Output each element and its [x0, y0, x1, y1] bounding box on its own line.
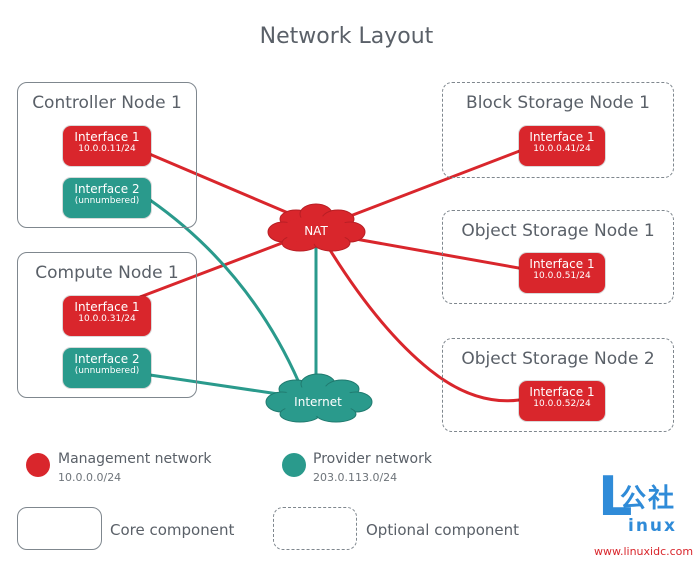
internet-cloud [265, 373, 373, 423]
interface-address: (unnumbered) [74, 196, 140, 206]
compute-node-title: Compute Node 1 [35, 263, 179, 283]
provider-legend-subnet: 203.0.113.0/24 [313, 471, 398, 484]
controller-node-title: Controller Node 1 [32, 93, 182, 113]
block-storage-node: Block Storage Node 1 [442, 82, 674, 178]
interface-name: Interface 2 [74, 352, 140, 366]
interface-address: 10.0.0.41/24 [533, 144, 591, 154]
management-link-compute [139, 238, 291, 299]
controller-node: Controller Node 1 [17, 82, 197, 228]
object-storage-node-2-title: Object Storage Node 2 [461, 349, 655, 369]
core-legend-box [17, 507, 102, 550]
interface-name: Interface 1 [74, 300, 140, 314]
interface-name: Interface 1 [74, 130, 140, 144]
block-interface-1: Interface 1 10.0.0.41/24 [519, 126, 605, 166]
watermark-url: www.linuxidc.com [594, 545, 693, 558]
optional-legend-label: Optional component [366, 521, 520, 539]
internet-label: Internet [294, 395, 342, 409]
object-storage-node-1: Object Storage Node 1 [442, 210, 674, 304]
watermark-logo-brand: inux [628, 516, 677, 536]
watermark-logo-cn: 公社 [620, 484, 677, 514]
block-storage-node-title: Block Storage Node 1 [466, 93, 650, 113]
management-legend-name: Management network [58, 451, 212, 467]
interface-name: Interface 1 [529, 385, 595, 399]
optional-legend-box [273, 507, 357, 550]
interface-address: 10.0.0.51/24 [533, 271, 591, 281]
object1-interface-1: Interface 1 10.0.0.51/24 [519, 253, 605, 293]
controller-interface-1: Interface 1 10.0.0.11/24 [63, 126, 151, 166]
provider-link-controller [149, 198, 302, 386]
watermark-logo-letter: L [598, 465, 633, 528]
provider-legend-dot [282, 453, 306, 477]
object-storage-node-1-title: Object Storage Node 1 [461, 221, 655, 241]
controller-interface-2: Interface 2 (unnumbered) [63, 178, 151, 218]
management-legend-dot [26, 453, 50, 477]
core-legend-label: Core component [110, 521, 235, 539]
interface-address: 10.0.0.11/24 [78, 144, 136, 154]
management-link-block [344, 145, 531, 220]
object-storage-node-2: Object Storage Node 2 [442, 338, 674, 432]
compute-node: Compute Node 1 [17, 252, 197, 398]
interface-name: Interface 2 [74, 182, 140, 196]
interface-address: (unnumbered) [74, 366, 140, 376]
object2-interface-1: Interface 1 10.0.0.52/24 [519, 381, 605, 421]
interface-name: Interface 1 [529, 257, 595, 271]
management-link-object2 [328, 249, 531, 403]
diagram-title: Network Layout [259, 24, 434, 49]
management-link-controller [139, 148, 301, 220]
provider-legend-name: Provider network [313, 451, 432, 467]
provider-link-compute [149, 373, 286, 397]
nat-cloud [267, 203, 366, 252]
compute-interface-2: Interface 2 (unnumbered) [63, 348, 151, 388]
management-link-object1 [349, 236, 531, 272]
compute-interface-1: Interface 1 10.0.0.31/24 [63, 296, 151, 336]
nat-label: NAT [304, 224, 328, 238]
interface-name: Interface 1 [529, 130, 595, 144]
management-legend-subnet: 10.0.0.0/24 [58, 471, 122, 484]
interface-address: 10.0.0.52/24 [533, 399, 591, 409]
interface-address: 10.0.0.31/24 [78, 314, 136, 324]
